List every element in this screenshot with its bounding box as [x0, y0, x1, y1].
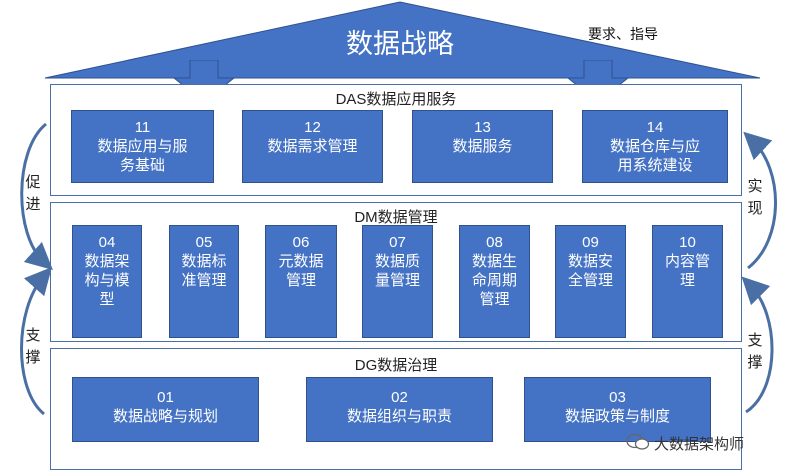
- guide-label: 要求、指导: [588, 26, 658, 42]
- dm-layer-title: DM数据管理: [354, 209, 438, 226]
- watermark-text: 大数据架构师: [654, 436, 745, 453]
- das-layer-title: DAS数据应用服务: [335, 91, 457, 108]
- dm-item-09: 09 数据安 全管理: [555, 225, 626, 338]
- dg-item-01: 01 数据战略与规划: [72, 377, 259, 442]
- promote-arrow-icon: [20, 122, 53, 271]
- das-item-11: 11 数据应用与服 务基础: [71, 110, 214, 183]
- support-left-arrow-icon: [20, 266, 52, 416]
- side-label-promote: 促 进: [25, 174, 41, 213]
- strategy-roof: [44, 1, 761, 79]
- dm-item-06: 06 元数据 管理: [265, 225, 337, 338]
- wechat-icon: [626, 433, 650, 450]
- support-right-arrow-icon: [741, 276, 774, 414]
- dm-item-04: 04 数据架 构与模 型: [72, 225, 142, 338]
- dg-item-03: 03 数据政策与制度: [524, 377, 711, 442]
- dm-item-07: 07 数据质 量管理: [362, 225, 433, 338]
- dm-item-08: 08 数据生 命周期 管理: [459, 225, 530, 338]
- das-item-13: 13 数据服务: [412, 110, 553, 183]
- das-item-14: 14 数据仓库与应 用系统建设: [582, 110, 728, 183]
- dg-layer-title: DG数据治理: [354, 357, 438, 374]
- strategy-title: 数据战略: [346, 29, 454, 59]
- dm-item-05: 05 数据标 准管理: [169, 225, 239, 338]
- side-label-realize: 实 现: [747, 178, 763, 217]
- dm-item-10: 10 内容管 理: [652, 225, 723, 338]
- realize-arrow-icon: [743, 131, 777, 270]
- das-item-12: 12 数据需求管理: [242, 110, 383, 183]
- side-label-support-right: 支 撑: [747, 332, 763, 371]
- dg-item-02: 02 数据组织与职责: [306, 377, 493, 442]
- side-label-support-left: 支 撑: [25, 327, 41, 366]
